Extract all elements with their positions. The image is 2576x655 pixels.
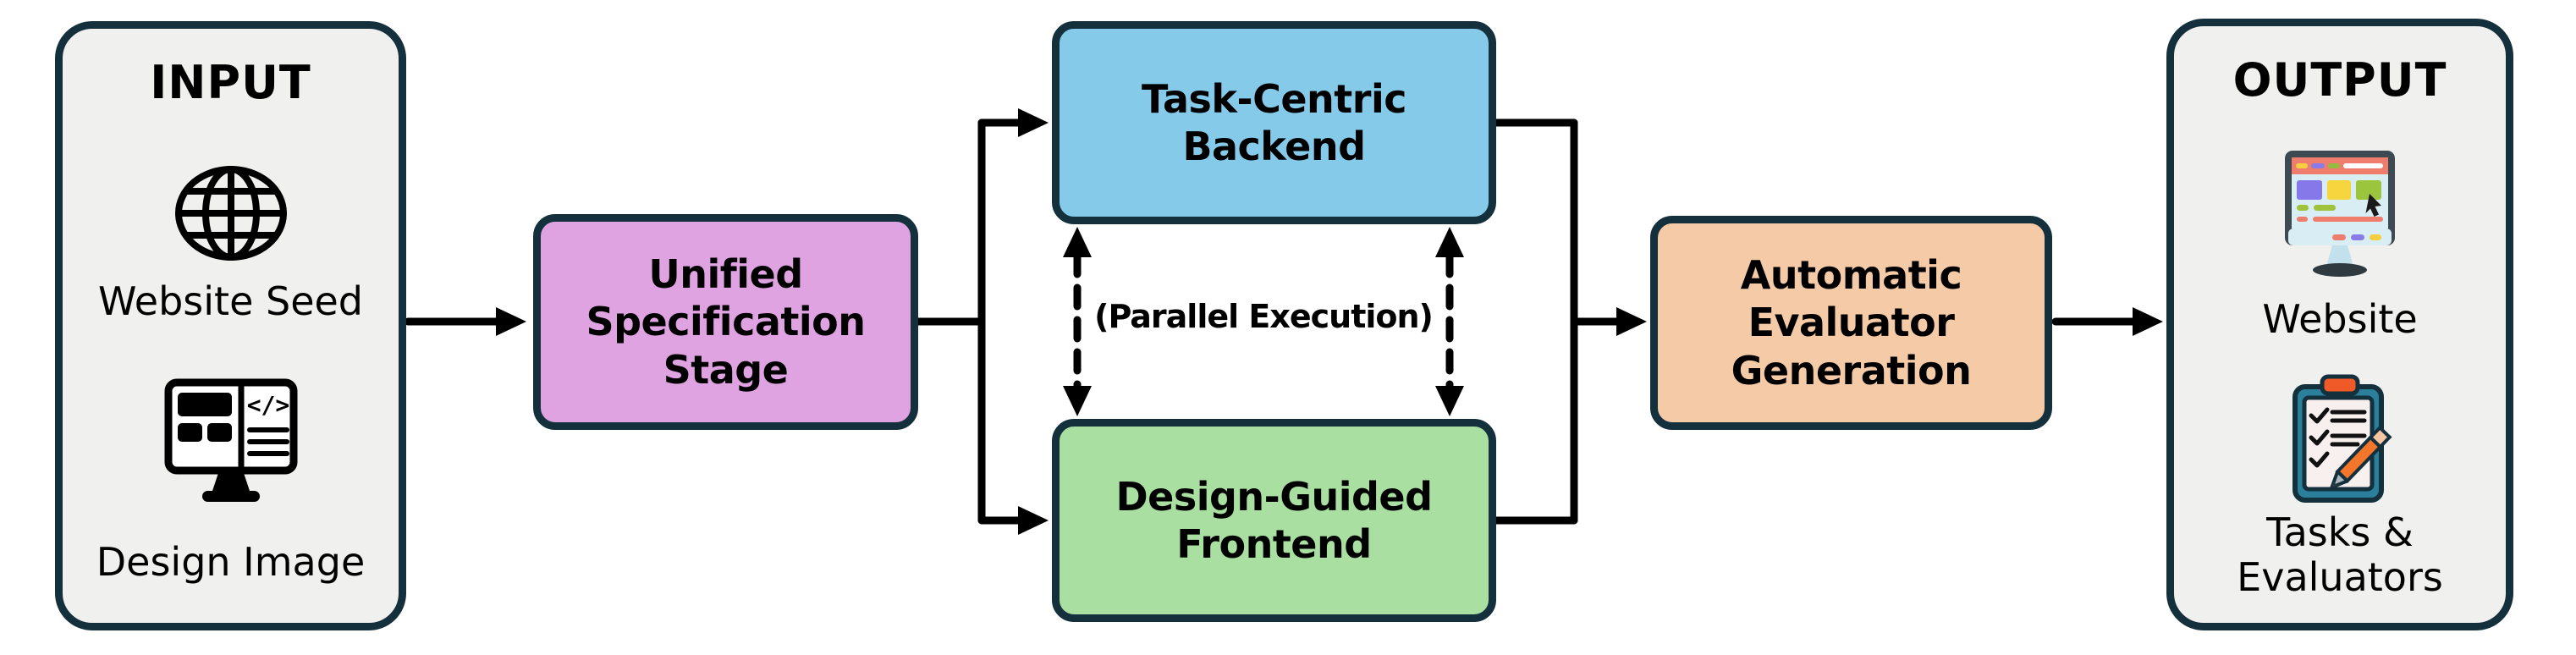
arrowhead-into-backend [1018, 108, 1049, 137]
stage-automatic-evaluator-generation: Automatic Evaluator Generation [1650, 216, 2052, 430]
stage-unified-specification: Unified Specification Stage [533, 214, 918, 430]
input-item-label-website-seed: Website Seed [98, 278, 363, 324]
stage-design-guided-frontend: Design-Guided Frontend [1052, 419, 1496, 622]
stage-unified-specification-label: Unified Specification Stage [586, 251, 867, 393]
arrowhead-into-evaluator [1616, 307, 1647, 336]
input-item-label-design-image: Design Image [96, 539, 366, 585]
arrowhead-into-spec [496, 307, 526, 336]
cursor-arrow [2365, 194, 2381, 217]
tasks-evaluators-icon [2293, 374, 2392, 503]
output-panel-title: OUTPUT [2232, 53, 2447, 107]
website-icon [2285, 151, 2395, 277]
design-image-icon: </> [164, 378, 297, 502]
pencil [2330, 425, 2392, 489]
arrowhead-dashed-right-down [1435, 386, 1464, 416]
arrowhead-into-frontend [1018, 506, 1049, 535]
output-item-label-tasks-evaluators: Tasks & Evaluators [2237, 509, 2443, 601]
stage-task-centric-backend: Task-Centric Backend [1052, 21, 1496, 224]
input-panel: INPUT Website Seed </> [55, 21, 406, 630]
arrowhead-dashed-right-up [1435, 227, 1464, 257]
arrowhead-dashed-left-up [1063, 227, 1092, 257]
stage-automatic-evaluator-generation-label: Automatic Evaluator Generation [1731, 252, 1972, 394]
output-panel: OUTPUT Website [2166, 19, 2513, 630]
output-item-label-website: Website [2262, 296, 2418, 342]
stage-task-centric-backend-label: Task-Centric Backend [1142, 75, 1406, 169]
stage-design-guided-frontend-label: Design-Guided Frontend [1115, 473, 1433, 567]
input-panel-title: INPUT [150, 56, 311, 109]
arrowhead-into-output [2133, 307, 2163, 336]
svg-text:</>: </> [246, 391, 289, 419]
arrowhead-dashed-left-down [1063, 386, 1092, 416]
globe-icon [174, 166, 287, 261]
parallel-execution-note: (Parallel Execution) [1094, 298, 1434, 335]
